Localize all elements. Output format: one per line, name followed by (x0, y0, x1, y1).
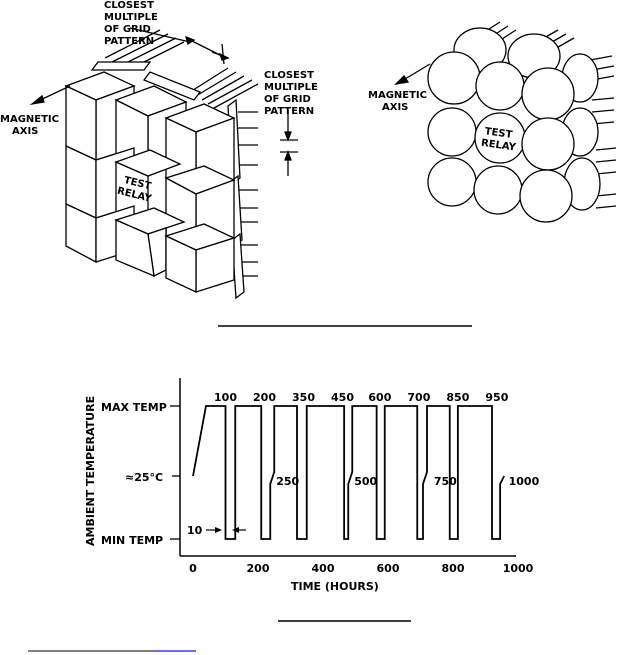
left-grid-label-line2: MULTIPLE (104, 12, 158, 23)
y-axis-title: AMBIENT TEMPERATURE (84, 396, 97, 546)
can-relay-r3c2 (473, 165, 523, 215)
y-tick-label-ambient: ≈25°C (125, 471, 163, 484)
magnetic-axis-arrow-left (29, 85, 71, 106)
left-grid-label-line1: CLOSEST (104, 0, 154, 11)
mid-cycle-label: 250 (276, 475, 299, 488)
can-relay-r1c1 (427, 51, 481, 105)
right-grid-label-line1: CLOSEST (264, 70, 314, 81)
grid-dimension-left (129, 27, 230, 65)
left-grid-label-line3: OF GRID (104, 24, 151, 35)
right-test-relay-line1: TEST (484, 126, 513, 141)
right-test-relay-label: TEST RELAY (480, 126, 517, 154)
dwell-annotation: 10 (187, 524, 246, 537)
mid-cycle-label: 1000 (509, 475, 540, 488)
x-tick-label: 1000 (503, 562, 534, 575)
dwell-annotation-label: 10 (187, 524, 203, 537)
right-grid-label: CLOSEST MULTIPLE OF GRID PATTERN (264, 70, 318, 117)
x-axis-title: TIME (HOURS) (291, 580, 379, 593)
top-cycle-label: 600 (368, 391, 391, 404)
y-tick-label-min: MIN TEMP (101, 534, 163, 547)
y-tick-label-max: MAX TEMP (101, 401, 167, 414)
x-tick-label: 400 (312, 562, 335, 575)
right-grid-label-line2: MULTIPLE (264, 82, 318, 93)
top-cycle-label: 850 (446, 391, 469, 404)
x-tick-label: 200 (247, 562, 270, 575)
x-tick-label: 800 (442, 562, 465, 575)
can-relay-r2c3 (521, 117, 575, 171)
mid-cycle-label: 500 (354, 475, 377, 488)
can-relay-r2c1 (427, 107, 477, 157)
relay-cube-r3c3 (164, 223, 236, 294)
left-axis-label-line2: AXIS (12, 126, 38, 137)
magnetic-axis-arrow-right (394, 63, 431, 85)
right-grid-label-line4: PATTERN (264, 106, 314, 117)
top-cycle-label: 700 (407, 391, 430, 404)
cube-relay-grid-diagram (29, 27, 298, 300)
can-relay-r3c3 (519, 169, 573, 223)
x-tick-label: 600 (377, 562, 400, 575)
right-axis-label-line2: AXIS (382, 102, 408, 113)
top-cycle-labels: 100 200 350 450 600 700 850 950 (214, 391, 509, 404)
can-relay-r1c3 (521, 67, 575, 121)
can-relay-cluster-diagram (394, 21, 617, 223)
top-cycle-label: 200 (253, 391, 276, 404)
top-cycle-label: 350 (292, 391, 315, 404)
mid-cycle-label: 750 (434, 475, 457, 488)
top-cycle-label: 100 (214, 391, 237, 404)
can-relay-r3c1 (427, 157, 477, 207)
right-test-relay-line2: RELAY (480, 138, 517, 154)
right-magnetic-axis-label: MAGNETIC AXIS (368, 90, 427, 113)
left-axis-label-line1: MAGNETIC (0, 114, 59, 125)
top-cycle-label: 950 (485, 391, 508, 404)
grid-dimension-right (280, 110, 298, 176)
left-grid-label: CLOSEST MULTIPLE OF GRID PATTERN (104, 0, 158, 47)
x-tick-label: 0 (189, 562, 197, 575)
x-tick-labels: 0 200 400 600 800 1000 (189, 562, 533, 575)
temperature-cycle-chart: MAX TEMP ≈25°C MIN TEMP AMBIENT TEMPERAT… (84, 378, 540, 593)
temperature-cycle-line (192, 405, 505, 540)
relay-cube-r3c2 (114, 207, 186, 278)
left-grid-label-line4: PATTERN (104, 36, 154, 47)
mid-cycle-labels: 250 500 750 1000 (276, 475, 539, 488)
left-magnetic-axis-label: MAGNETIC AXIS (0, 114, 59, 137)
can-relay-r1c2 (475, 61, 525, 111)
top-cycle-label: 450 (331, 391, 354, 404)
right-axis-label-line1: MAGNETIC (368, 90, 427, 101)
right-grid-label-line3: OF GRID (264, 94, 311, 105)
